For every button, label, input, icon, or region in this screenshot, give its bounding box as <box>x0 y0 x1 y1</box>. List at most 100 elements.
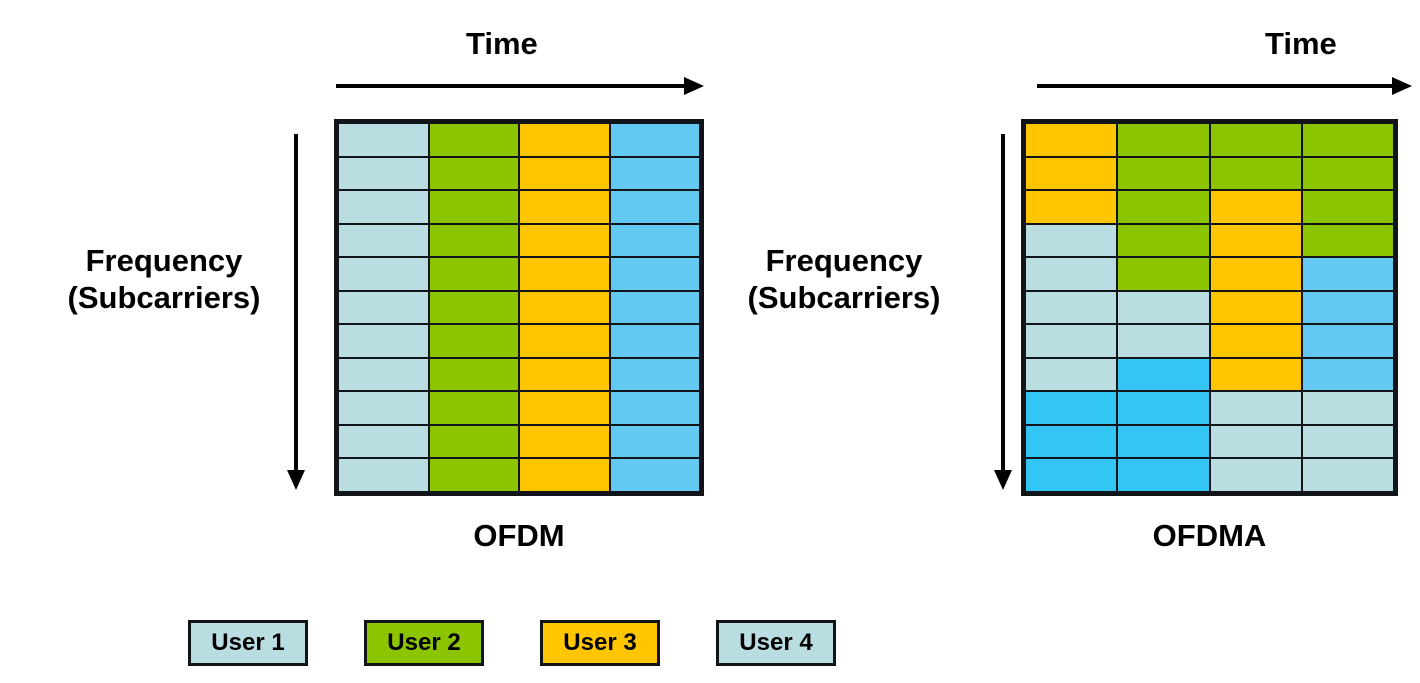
resource-cell <box>610 325 699 357</box>
resource-cell <box>1210 124 1301 156</box>
frequency-axis-label-line1: Frequency <box>765 243 923 278</box>
resource-cell <box>610 124 699 156</box>
resource-cell <box>429 157 518 190</box>
resource-cell <box>1026 124 1117 156</box>
resource-cell <box>339 191 428 223</box>
resource-cell <box>339 224 428 257</box>
panel-ofdm: Time Frequency (Subcarriers) OFDM <box>48 26 704 553</box>
resource-cell <box>1118 358 1209 391</box>
frequency-axis-label-line2: (Subcarriers) <box>67 279 261 315</box>
resource-cell <box>1118 258 1209 290</box>
resource-cell <box>1302 325 1393 357</box>
resource-grid-ofdm <box>334 119 704 496</box>
resource-cell <box>1210 157 1301 190</box>
resource-cell <box>1118 291 1209 324</box>
resource-cell <box>1210 325 1301 357</box>
resource-cell <box>610 157 699 190</box>
resource-cell <box>1118 392 1209 424</box>
resource-cell <box>1118 459 1209 491</box>
resource-cell <box>1302 124 1393 156</box>
caption-ofdma: OFDMA <box>1152 518 1267 553</box>
time-axis-arrow-ofdma <box>1037 77 1412 95</box>
resource-cell <box>520 459 609 491</box>
resource-cell <box>1302 224 1393 257</box>
frequency-axis-label-ofdma: Frequency (Subcarriers) <box>721 243 967 316</box>
legend-item-label: User 4 <box>739 629 813 656</box>
resource-cell <box>1026 358 1117 391</box>
resource-cell <box>339 124 428 156</box>
resource-cell <box>1302 425 1393 458</box>
resource-cell <box>1210 291 1301 324</box>
resource-cell <box>1118 124 1209 156</box>
resource-cell <box>429 124 518 156</box>
resource-cell <box>429 459 518 491</box>
legend: User 1 User 2 User 3 User 4 <box>188 618 836 668</box>
resource-cell <box>520 124 609 156</box>
time-axis-label-ofdm: Time <box>466 26 538 61</box>
resource-cell <box>610 291 699 324</box>
resource-cell <box>1302 358 1393 391</box>
resource-cell <box>1026 191 1117 223</box>
frequency-axis-arrow-ofdma <box>994 134 1012 490</box>
resource-cell <box>610 191 699 223</box>
resource-cell <box>429 358 518 391</box>
resource-cell <box>610 425 699 458</box>
time-axis-arrow-ofdm <box>336 77 704 95</box>
resource-cell <box>520 291 609 324</box>
legend-item-label: User 3 <box>563 629 637 656</box>
frequency-axis-arrow-ofdm <box>287 134 305 490</box>
resource-cell <box>339 157 428 190</box>
resource-cell <box>1026 425 1117 458</box>
legend-item-label: User 2 <box>387 629 461 656</box>
resource-cell <box>1026 459 1117 491</box>
resource-cell <box>339 459 428 491</box>
resource-cell <box>339 425 428 458</box>
legend-item-user-1: User 1 <box>188 620 308 666</box>
resource-cell <box>1302 258 1393 290</box>
resource-cell <box>1118 224 1209 257</box>
resource-cell <box>429 425 518 458</box>
frequency-axis-label-ofdm: Frequency (Subcarriers) <box>48 243 280 316</box>
resource-cell <box>1026 392 1117 424</box>
caption-ofdm: OFDM <box>473 518 565 553</box>
legend-item-label: User 1 <box>211 629 285 656</box>
resource-cell <box>1118 157 1209 190</box>
resource-cell <box>429 191 518 223</box>
legend-item-user-4: User 4 <box>716 620 836 666</box>
resource-cell <box>339 291 428 324</box>
resource-cell <box>610 392 699 424</box>
resource-cell <box>1026 325 1117 357</box>
panel-ofdma: Time Frequency (Subcarriers) OFDMA <box>710 0 1420 683</box>
resource-cell <box>520 358 609 391</box>
resource-cell <box>429 291 518 324</box>
resource-cell <box>610 358 699 391</box>
resource-grid-ofdma <box>1021 119 1398 496</box>
resource-cell <box>520 191 609 223</box>
resource-cell <box>1210 459 1301 491</box>
resource-cell <box>520 224 609 257</box>
resource-cell <box>1302 291 1393 324</box>
resource-cell <box>339 325 428 357</box>
resource-cell <box>429 392 518 424</box>
resource-cell <box>1118 325 1209 357</box>
resource-cell <box>520 258 609 290</box>
resource-cell <box>1210 392 1301 424</box>
resource-cell <box>1210 191 1301 223</box>
resource-cell <box>1210 224 1301 257</box>
resource-cell <box>610 258 699 290</box>
resource-cell <box>429 325 518 357</box>
resource-cell <box>520 325 609 357</box>
resource-cell <box>1302 157 1393 190</box>
resource-cell <box>1026 258 1117 290</box>
resource-cell <box>1210 358 1301 391</box>
resource-cell <box>1118 425 1209 458</box>
resource-cell <box>520 425 609 458</box>
resource-cell <box>339 392 428 424</box>
resource-cell <box>339 258 428 290</box>
resource-cell <box>1210 258 1301 290</box>
resource-cell <box>520 157 609 190</box>
resource-cell <box>610 459 699 491</box>
resource-cell <box>1302 392 1393 424</box>
resource-cell <box>1026 157 1117 190</box>
resource-cell <box>1026 224 1117 257</box>
